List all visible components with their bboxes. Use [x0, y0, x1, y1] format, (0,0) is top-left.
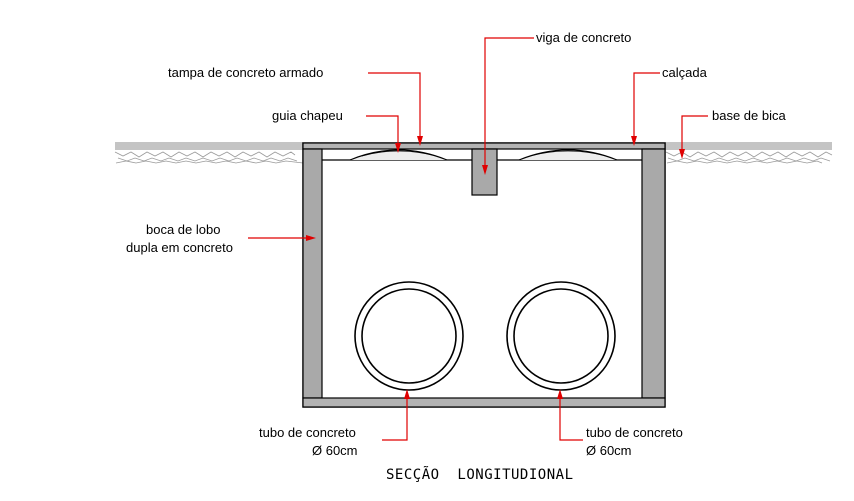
leader-base	[679, 115, 708, 159]
label-tubo-2-diam: Ø 60cm	[586, 443, 632, 458]
label-viga: viga de concreto	[536, 30, 631, 45]
ground-right	[665, 142, 833, 164]
label-tampa: tampa de concreto armado	[168, 65, 323, 80]
label-boca-1: boca de lobo	[146, 222, 220, 237]
guia-chapeu-right	[518, 149, 618, 161]
right-wall	[641, 148, 666, 399]
pipe-left	[354, 281, 464, 391]
top-slab	[302, 142, 666, 150]
bottom-slab	[302, 397, 666, 408]
label-tubo-1-diam: Ø 60cm	[312, 443, 358, 458]
pipe-right	[506, 281, 616, 391]
label-guia: guia chapeu	[272, 108, 343, 123]
label-boca-2: dupla em concreto	[126, 240, 233, 255]
leader-boca	[248, 235, 316, 241]
leader-guia	[366, 115, 401, 153]
leader-tubo-1	[382, 389, 410, 441]
section-title: SECÇÃO LONGITUDIONAL	[386, 466, 574, 483]
leader-tubo-2	[557, 389, 583, 441]
leader-viga	[482, 37, 534, 175]
label-tubo-1: tubo de concreto	[259, 425, 356, 440]
leader-calcada	[631, 72, 660, 146]
ground-left	[114, 142, 304, 164]
leader-tampa	[368, 72, 423, 146]
label-tubo-2: tubo de concreto	[586, 425, 683, 440]
label-calcada: calçada	[662, 65, 708, 80]
left-wall	[302, 148, 323, 399]
label-base: base de bica	[712, 108, 786, 123]
